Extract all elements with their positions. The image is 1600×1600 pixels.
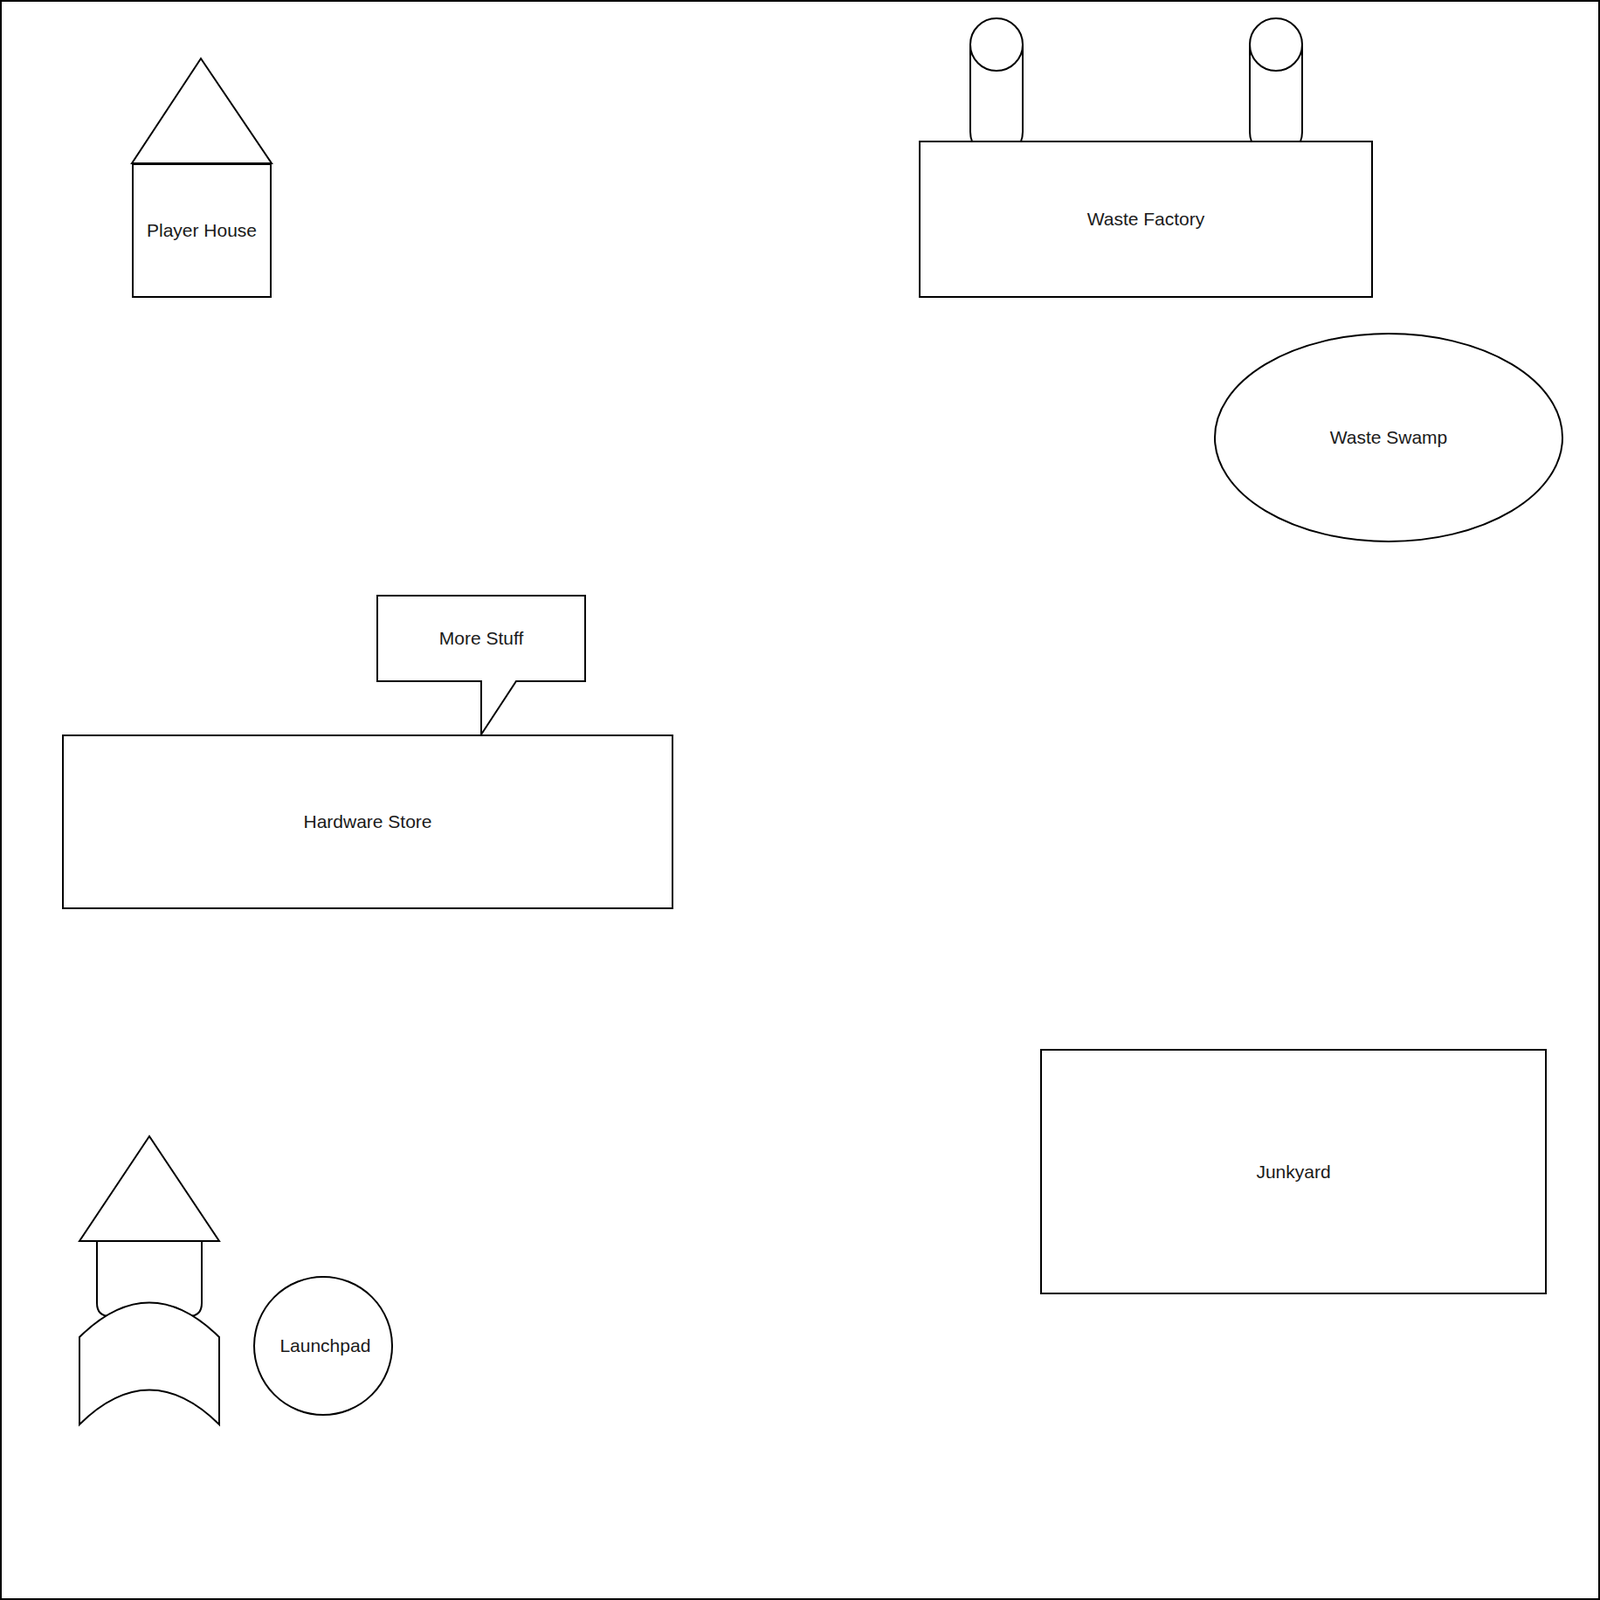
node-label: Launchpad: [279, 1333, 366, 1359]
callout-box: More Stuff: [376, 594, 587, 683]
rocket: [79, 1136, 220, 1425]
text-group: More Stuff: [439, 626, 525, 651]
node-label: More Stuff: [439, 626, 525, 651]
text-group: Launchpad: [279, 1333, 366, 1359]
house-box: Player House: [131, 163, 272, 298]
text-group: Player House: [146, 218, 257, 243]
swamp-ellipse: Waste Swamp: [1213, 332, 1564, 543]
text-group: Waste Factory: [1087, 206, 1206, 232]
text-group: Hardware Store: [303, 809, 432, 835]
node-label: Junkyard: [1255, 1159, 1331, 1185]
text-group: Junkyard: [1255, 1159, 1331, 1185]
node-label: Waste Swamp: [1330, 425, 1449, 450]
node-label: Hardware Store: [303, 809, 432, 835]
node-label: Waste Factory: [1087, 206, 1206, 232]
house-roof: [131, 58, 272, 164]
junkyard-box: Junkyard: [1040, 1048, 1547, 1295]
launchpad-circle: Launchpad: [253, 1275, 394, 1416]
factory-chimney: [1249, 18, 1303, 159]
text-group: Waste Swamp: [1330, 425, 1449, 450]
store-box: Hardware Store: [62, 734, 674, 910]
factory-chimney: [970, 18, 1023, 159]
factory-box: Waste Factory: [918, 140, 1373, 298]
node-label: Player House: [146, 218, 257, 243]
